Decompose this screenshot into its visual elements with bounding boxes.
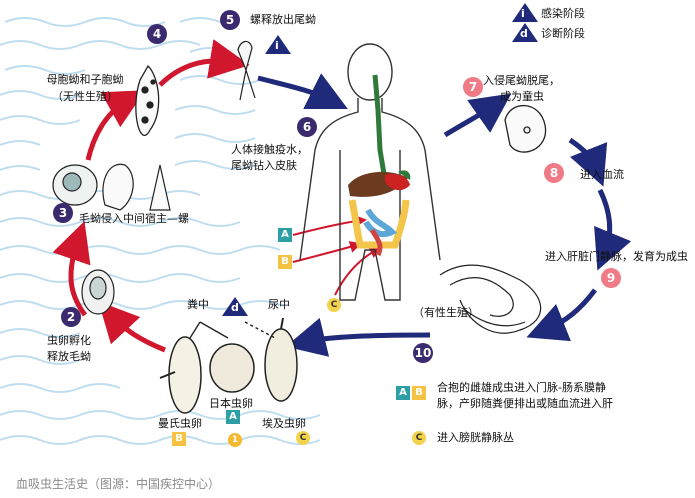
snails	[52, 163, 171, 211]
step-4-text-2: （无性生殖）	[52, 90, 118, 103]
legend-diagnostic-label: 诊断阶段	[541, 27, 585, 40]
figure-caption: 血吸虫生活史（图源：中国疾控中心）	[16, 477, 221, 491]
japonicum-label: 日本虫卵	[209, 397, 253, 410]
marker-B-entry: B	[278, 255, 292, 269]
step-8-text: 进入血流	[580, 168, 624, 181]
digestive-tract	[348, 74, 411, 257]
marker-C-haematobium: C	[296, 431, 310, 445]
marker-one: 1	[228, 433, 242, 447]
marker-C-entry: C	[327, 298, 341, 312]
eggs	[159, 317, 298, 414]
step-10-text-2: 脉，产卵随粪便排出或随血流进入肝	[437, 397, 613, 410]
step-4-badge: 4	[147, 24, 167, 44]
step-7-text-2: 成为童虫	[500, 90, 544, 103]
step-6-text-1: 人体接触疫水，	[231, 143, 308, 156]
step-6-text-2: 尾蚴钻入皮肤	[231, 159, 297, 172]
legend-infective-label: 感染阶段	[541, 7, 585, 20]
step-6-badge: 6	[297, 117, 317, 137]
step-10-badge: 10	[413, 343, 433, 363]
step-3-badge: 3	[53, 203, 73, 223]
step-7-text-1: 入侵尾蚴脱尾，	[483, 74, 560, 87]
mansoni-label: 曼氏虫卵	[158, 417, 202, 430]
cercaria	[237, 40, 256, 101]
urine-label: 尿中	[268, 298, 290, 311]
step-3-text: 毛蚴侵入中间宿主—螺	[79, 212, 189, 225]
marker-B-step10: B	[412, 386, 426, 400]
marker-A-japonicum: A	[226, 410, 240, 424]
infective-icon: i	[521, 7, 525, 20]
haematobium-label: 埃及虫卵	[262, 417, 306, 430]
infective-icon-step5: i	[275, 39, 279, 52]
step-2-text-2: 释放毛蚴	[47, 350, 91, 363]
marker-A-entry: A	[278, 228, 292, 242]
human-body	[299, 43, 441, 301]
egg-pointer-lines	[189, 321, 276, 339]
blue-arrows	[257, 73, 632, 357]
marker-A-step10: A	[396, 386, 410, 400]
bladder-text: 进入膀胱静脉丛	[437, 431, 514, 444]
step-2-text-1: 虫卵孵化	[47, 334, 91, 347]
marker-C-bladder: C	[412, 431, 426, 445]
legend-symbols	[222, 3, 538, 316]
red-entry-arrows	[292, 215, 382, 296]
schistosomulum	[504, 104, 547, 153]
adult-sexual-label: （有性生殖）	[413, 306, 479, 319]
diagnostic-icon: d	[520, 27, 528, 40]
marker-B-mansoni: B	[172, 432, 186, 446]
step-9-badge: 9	[601, 268, 621, 288]
step-10-text-1: 合抱的雌雄成虫进入门脉-肠系膜静	[437, 381, 606, 394]
step-8-badge: 8	[544, 163, 564, 183]
step-7-badge: 7	[463, 77, 483, 97]
step-2-badge: 2	[61, 307, 81, 327]
red-arrows	[52, 39, 250, 353]
feces-label: 粪中	[187, 298, 209, 311]
miracidium	[81, 269, 115, 315]
step-4-text-1: 母胞蚴和子胞蚴	[46, 73, 124, 86]
adult-worms	[439, 264, 542, 334]
step-5-text: 螺释放出尾蚴	[250, 13, 316, 26]
step-9-text: 进入肝脏门静脉，发育为成虫	[545, 250, 688, 263]
sporocyst	[135, 64, 160, 137]
step-5-badge: 5	[220, 10, 240, 30]
diagnostic-icon-eggs: d	[231, 301, 239, 314]
